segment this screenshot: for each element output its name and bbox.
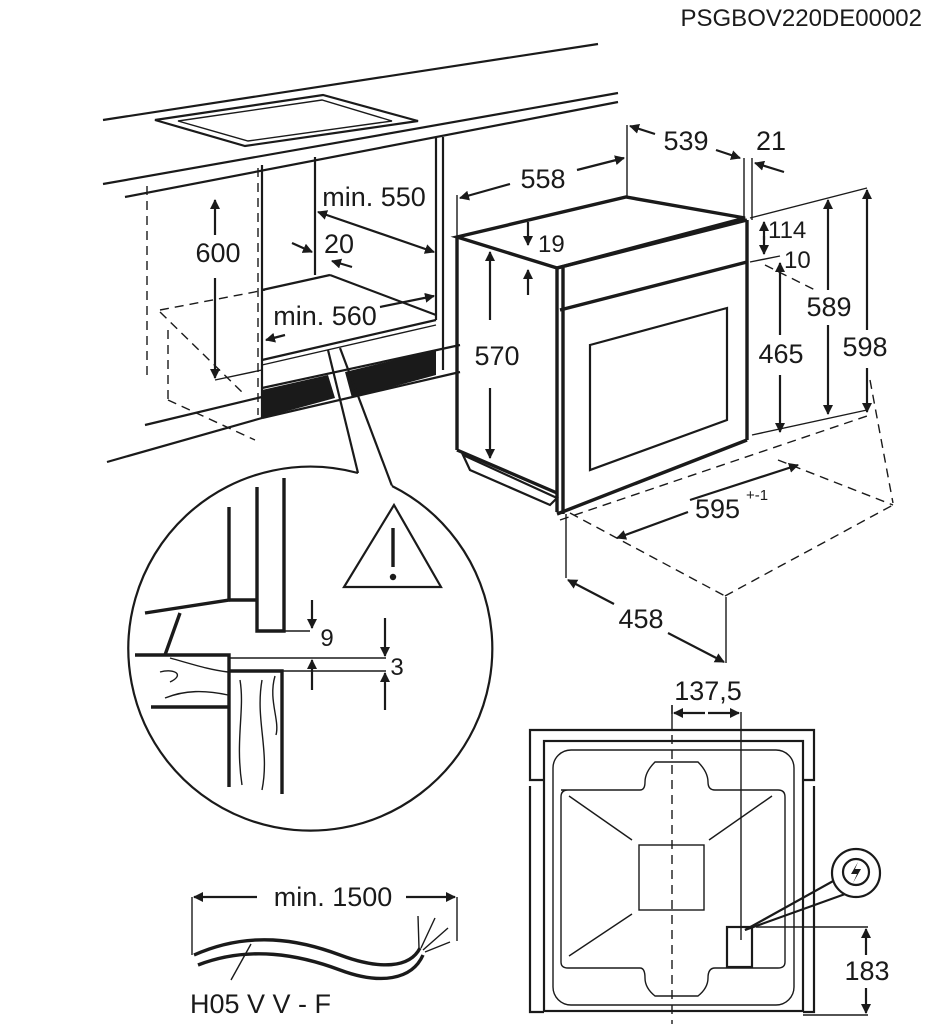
rear-offset-x-label: 137,5 [674, 676, 742, 706]
panel-gap-label: 10 [784, 247, 811, 274]
hob [154, 93, 419, 148]
cabinet-depth-dimension: min. 550 [317, 182, 435, 254]
cabinet-height-dimension: 600 [195, 199, 241, 379]
door-height-dimension: 465 [758, 262, 804, 433]
oven-depth-total-dimension: 558 [456, 125, 628, 237]
total-height-label: 598 [842, 332, 887, 362]
base-depth-label: 458 [618, 604, 663, 634]
clearance-top-label: 9 [320, 625, 333, 652]
clearance-gap-dimension: 3 [380, 618, 404, 710]
front-thickness-label: 21 [756, 126, 786, 156]
oven-depth-body-dimension: 539 [629, 123, 745, 218]
panel-height-label: 114 [768, 217, 806, 244]
panel-height-dimension: 114 [759, 217, 806, 255]
body-height-dimension: 570 [474, 251, 520, 459]
door-height-label: 465 [758, 339, 803, 369]
cable-type-label: H05 V V - F [190, 989, 331, 1019]
cable-length-label: min. 1500 [274, 882, 393, 912]
oven-width-tolerance: +-1 [746, 487, 768, 504]
rear-offset-y-dimension: 183 [844, 928, 890, 1014]
panel-gap-dimension: 10 [749, 247, 816, 291]
cabinet-niche [106, 137, 461, 464]
clearance-top-dimension: 9 [307, 600, 334, 690]
connection-callout [744, 847, 882, 932]
oven-width-label: 595 [695, 494, 740, 524]
base-depth-dimension: 458 [565, 514, 727, 663]
oven-depth-body-label: 539 [663, 126, 708, 156]
front-thickness-dimension: 21 [751, 126, 786, 220]
oven [450, 195, 749, 516]
detail-circle [127, 465, 494, 832]
total-height-dimension: 598 [842, 189, 888, 413]
detail-callout-pointer [326, 347, 394, 487]
cabinet-depth-label: min. 550 [322, 182, 426, 212]
top-offset-dimension: 19 [523, 222, 565, 295]
electric-bolt-icon [841, 857, 871, 887]
front-height-dimension: 589 [749, 187, 868, 415]
document-code: PSGBOV220DE00002 [681, 5, 923, 32]
oven-width-dimension: 595 +-1 [616, 463, 799, 540]
worktop [102, 42, 619, 199]
rear-view [528, 705, 868, 1024]
rear-offset-y-label: 183 [844, 956, 889, 986]
body-height-label: 570 [474, 341, 519, 371]
warning-triangle-icon [342, 502, 443, 589]
clearance-gap-label: 3 [390, 654, 403, 681]
cabinet-width-label: min. 560 [273, 301, 377, 331]
cabinet-gap-dimension: 20 [291, 229, 354, 269]
power-cable: min. 1500 H05 V V - F [190, 882, 458, 1019]
top-offset-label: 19 [538, 231, 565, 258]
front-height-label: 589 [806, 292, 851, 322]
cabinet-height-label: 600 [195, 238, 240, 268]
cabinet-width-dimension: min. 560 [265, 292, 435, 343]
rear-offset-x-dimension: 137,5 [671, 676, 742, 720]
oven-depth-total-label: 558 [520, 164, 565, 194]
cabinet-gap-label: 20 [324, 229, 354, 259]
